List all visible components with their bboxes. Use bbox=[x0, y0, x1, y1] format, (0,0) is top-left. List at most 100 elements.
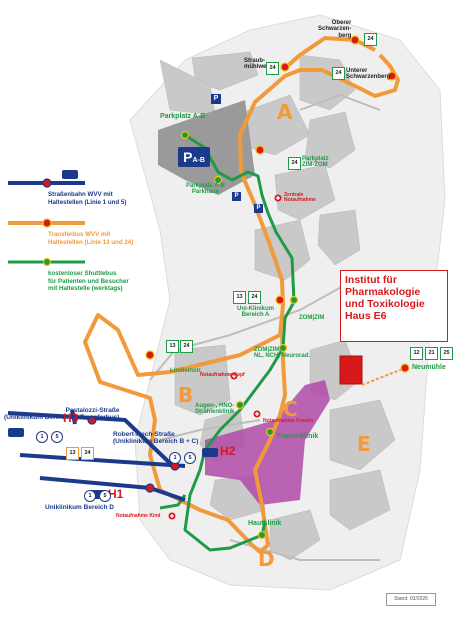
label-oberer-schwarzenberg: Oberer Schwarzen- berg bbox=[318, 20, 351, 39]
label-line: Augen-, HNO- bbox=[195, 403, 235, 409]
label-line: Parkhaus bbox=[191, 189, 219, 196]
area-letter-a: A bbox=[277, 100, 293, 124]
marker-zomzim bbox=[289, 295, 299, 305]
buildings bbox=[159, 51, 396, 561]
bus-badge-13: 13 bbox=[66, 447, 79, 460]
credit-stand: Stand: 03/2026 bbox=[386, 593, 436, 606]
transferbus-neumuehle bbox=[361, 367, 406, 386]
label-line: Pestalozzi-Straße bbox=[65, 407, 120, 414]
institute-line-2: Pharmakologie bbox=[345, 286, 421, 298]
marker-lindleinstr bbox=[145, 350, 155, 360]
label-line: NL, NCH, Neurorad. bbox=[254, 353, 311, 360]
legend-shuttle-line2: für Patienten und Besucher bbox=[48, 277, 129, 285]
parking-ab-sign: PA-B bbox=[178, 147, 210, 167]
tram-badge-1: 1 bbox=[169, 452, 181, 464]
label-line: Bereich A bbox=[241, 312, 270, 319]
label-line: Notaufnahme bbox=[284, 197, 316, 204]
parking-sign-2: P bbox=[232, 192, 241, 201]
label-line: Parkplatz bbox=[302, 156, 329, 162]
parking-sign-1: P bbox=[211, 94, 221, 104]
marker-pestalozzi bbox=[87, 415, 97, 425]
legend-tram-line2: Haltestellen (Linie 1 und 5) bbox=[48, 198, 127, 206]
marker-neumuehle bbox=[400, 363, 410, 373]
institute-line-3: und Toxikologie bbox=[345, 298, 425, 310]
tram-stop-h2: H2 bbox=[220, 444, 236, 458]
tram-badge-5: 5 bbox=[51, 431, 63, 443]
marker-legend-transferbus bbox=[42, 218, 52, 228]
label-line: Schwarzenberg bbox=[346, 74, 391, 81]
label-parkplatz-zim: Parkplatz ZIM-ZOM bbox=[302, 156, 329, 169]
bus-badge-24: 24 bbox=[266, 62, 279, 75]
tram-badge-1: 1 bbox=[36, 431, 48, 443]
bus-badge-13: 13 bbox=[233, 291, 246, 304]
label-lindleinstr: Lindleinstr. bbox=[170, 368, 203, 374]
bus-badge-24: 24 bbox=[81, 447, 94, 460]
legend-shuttle-line3: mit Haltestelle (werktags) bbox=[48, 285, 123, 292]
bus-badge-24: 24 bbox=[180, 340, 193, 353]
marker-legend-tram bbox=[42, 178, 52, 188]
label-line: Uni-Klinikum bbox=[237, 306, 274, 312]
area-letter-d: D bbox=[258, 547, 275, 571]
label-notaufnahme-frauen: Notaufnahme Frauen bbox=[263, 418, 314, 424]
institute-building bbox=[339, 355, 363, 385]
marker-parkhaus bbox=[213, 175, 223, 185]
label-line: Robert-Koch-Straße bbox=[113, 431, 175, 438]
institute-label: Institut für Pharmakologie und Toxikolog… bbox=[340, 270, 448, 342]
label-frauenklinik: Frauenklinik bbox=[277, 433, 319, 440]
emergency-cross-icons-inner bbox=[170, 196, 280, 518]
label-line: ZOM|ZIM, bbox=[254, 347, 282, 353]
institute-line-1: Institut für bbox=[345, 274, 397, 286]
transferbus-route-top bbox=[281, 35, 376, 72]
label-line: Zentrale bbox=[284, 192, 304, 198]
bus-badge-21: 21 bbox=[425, 347, 438, 360]
label-robert-koch: Robert-Koch-Straße (Uniklinikum Bereich … bbox=[113, 431, 199, 446]
parking-ab-sub: A-B bbox=[192, 157, 205, 164]
marker-augen-hno bbox=[235, 400, 245, 410]
marker-legend-shuttle bbox=[42, 257, 52, 267]
label-parkplatz-ab: Parkplatz A-B bbox=[160, 113, 206, 120]
label-line: mühlweg bbox=[244, 64, 271, 71]
area-letter-b: B bbox=[178, 383, 194, 407]
parking-ab-letter: P bbox=[183, 149, 193, 165]
label-line: berg bbox=[338, 32, 352, 39]
legend-tram-line1: Straßenbahn WVV mit bbox=[48, 191, 113, 198]
label-straubmuehlweg: Straub- mühlweg bbox=[244, 58, 270, 71]
bus-badge-24: 24 bbox=[364, 33, 377, 46]
marker-uni-klinikum-a bbox=[275, 295, 285, 305]
label-line: Schwarzen- bbox=[318, 26, 352, 33]
label-line: ZIM-ZOM bbox=[302, 162, 328, 169]
label-pestalozzi: Pestalozzi-Straße (Uniklinikum Bereich A… bbox=[4, 407, 120, 422]
marker-frauenklinik bbox=[265, 427, 275, 437]
label-line: (Uniklinikum Bereich B + C) bbox=[113, 437, 199, 445]
marker-zomzim-2 bbox=[278, 343, 288, 353]
bus-badge-13: 13 bbox=[166, 340, 179, 353]
tram-badge-5: 5 bbox=[99, 490, 111, 502]
marker-oberer-schwarzenberg bbox=[350, 35, 360, 45]
legend-transferbus-text: Transferbus WVV mit Haltestellen (Linie … bbox=[48, 231, 133, 246]
stop-markers bbox=[42, 35, 410, 540]
marker-hautklinik bbox=[257, 530, 267, 540]
area-letter-c: C bbox=[283, 397, 298, 421]
bus-badge-24: 24 bbox=[332, 67, 345, 80]
label-line: Straub- bbox=[244, 58, 265, 64]
label-uniklinikum-d: Uniklinikum Bereich D bbox=[45, 504, 114, 511]
label-augen-hno: Augen-, HNO- Strahlenklinik bbox=[195, 403, 234, 416]
tram-badge-5: 5 bbox=[184, 452, 196, 464]
legend-shuttle-line1: kostenloser Shuttlebus bbox=[48, 270, 117, 277]
label-line: Strahlenklinik bbox=[195, 409, 235, 416]
tram-stop-h3: H3 bbox=[63, 411, 79, 425]
label-line: Parkplatz A-B bbox=[186, 183, 225, 189]
institute-line-4: Haus E6 bbox=[345, 310, 387, 322]
bus-badge-24: 24 bbox=[288, 157, 301, 170]
label-line: (Uniklinikum Bereich A / Transferbus) bbox=[4, 413, 120, 421]
tram-stop-h1: H1 bbox=[108, 487, 124, 501]
marker-parkplatz-ab bbox=[180, 130, 190, 140]
label-neumuehle: Neumühle bbox=[412, 364, 446, 371]
tram-badge-1: 1 bbox=[84, 490, 96, 502]
label-hautklinik: Hautklinik bbox=[248, 520, 282, 527]
legend-transferbus-line1: Transferbus WVV mit bbox=[48, 231, 111, 238]
label-zentrale-notaufnahme: Zentrale Notaufnahme bbox=[284, 192, 316, 204]
area-letter-e: E bbox=[357, 432, 371, 456]
bus-badge-25: 25 bbox=[440, 347, 453, 360]
emergency-cross-icons bbox=[168, 194, 282, 520]
